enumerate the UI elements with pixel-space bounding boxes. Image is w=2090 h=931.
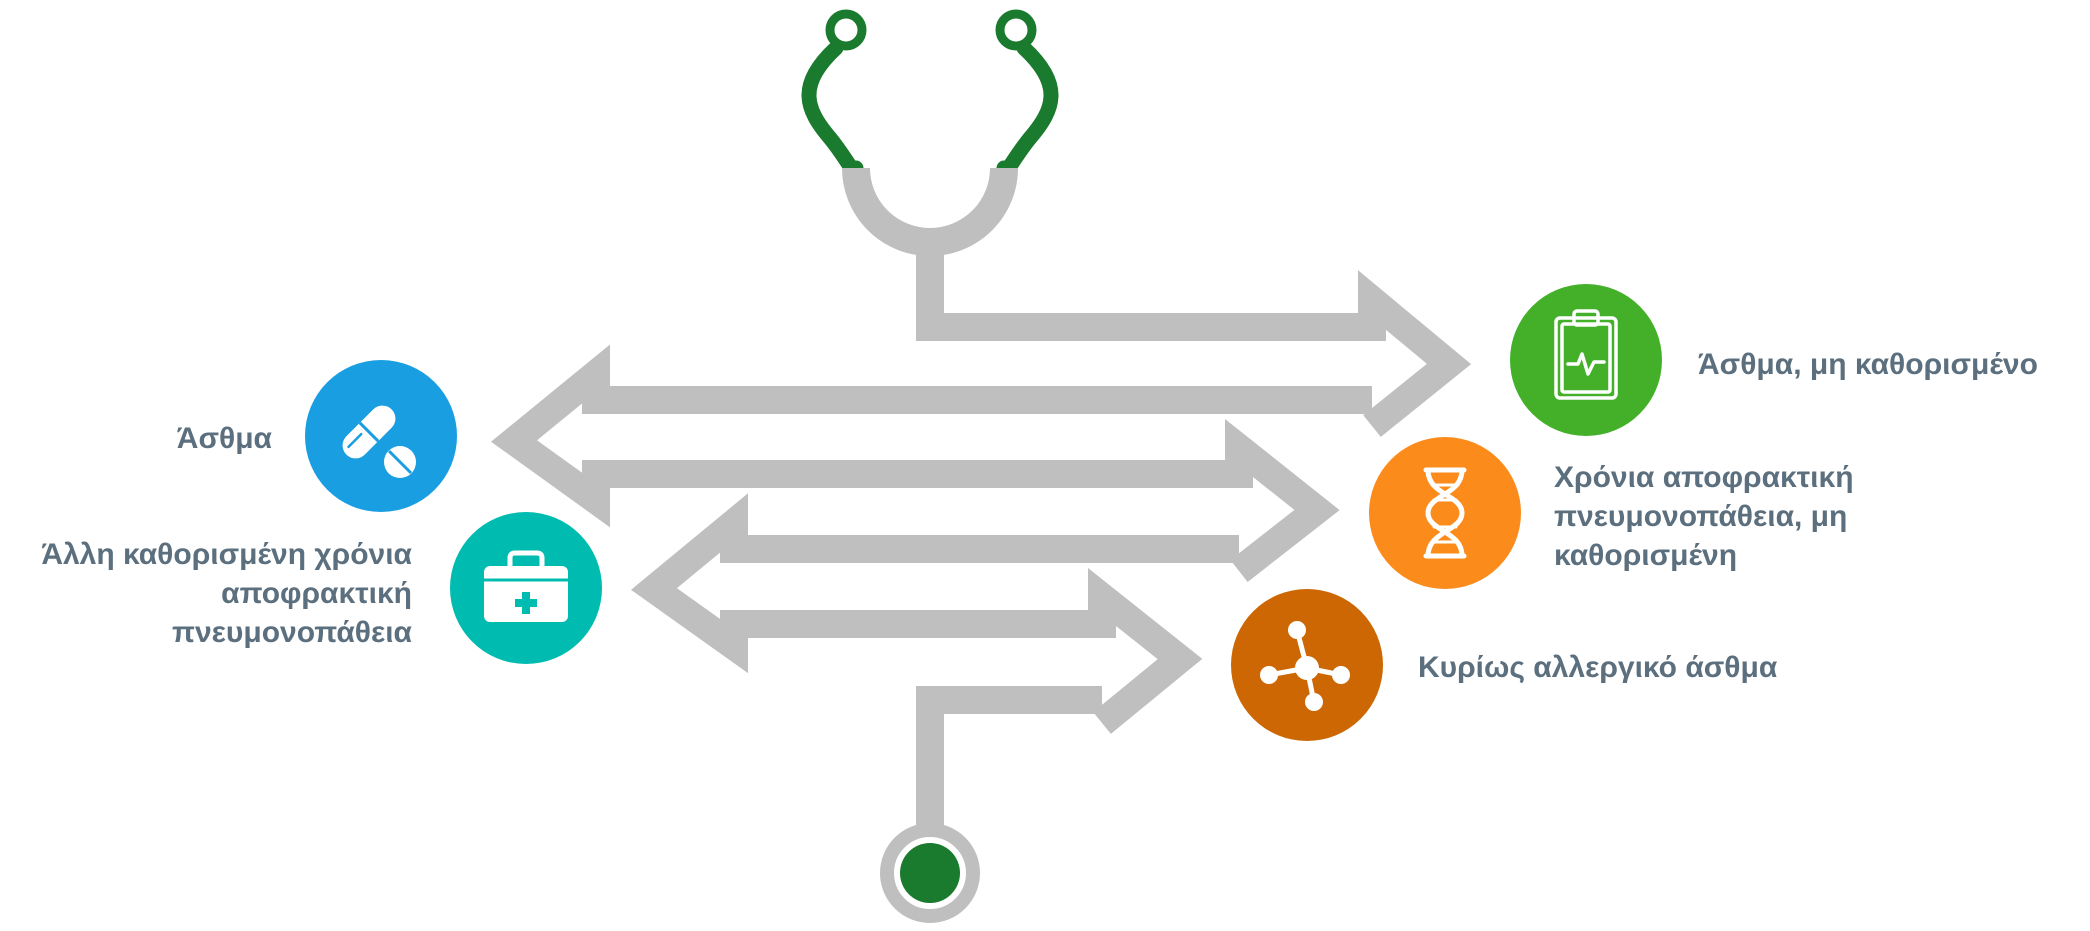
- flow-tube: [491, 243, 1472, 830]
- flow-arrow-2: [491, 344, 1372, 583]
- node-label-other-copd: Άλλη καθορισμένη χρόνια αποφρακτική πνευ…: [41, 538, 412, 649]
- flow-arrow-3: [631, 493, 1239, 734]
- node-label-allergic-asthma: Κυρίως αλλεργικό άσθμα: [1418, 651, 1778, 684]
- stethoscope-tube-right: [996, 40, 1059, 179]
- node-circle-orange: [1369, 437, 1521, 589]
- dna-icon: [1423, 467, 1467, 559]
- node-circle-green: [1510, 284, 1662, 436]
- node-allergic-asthma: [1231, 589, 1383, 741]
- node-label-asthma-unspecified: Άσθμα, μη καθορισμένο: [1698, 348, 2038, 381]
- stethoscope-earpiece-right: [995, 9, 1037, 51]
- node-asthma-unspecified: [1510, 284, 1662, 436]
- flow-arrow-4: [916, 686, 1102, 830]
- clipboard-pulse-icon: [1554, 309, 1618, 400]
- stethoscope-yoke: [842, 167, 1018, 256]
- first-aid-kit-icon: [484, 550, 568, 622]
- molecule-icon: [1260, 621, 1350, 711]
- node-label-copd-unspecified: Χρόνια αποφρακτική πνευμονοπάθεια, μη κα…: [1554, 461, 1854, 572]
- stethoscope-chestpiece: [900, 843, 960, 903]
- stethoscope-earpiece-left: [825, 9, 867, 51]
- stethoscope-tube-left: [801, 40, 864, 179]
- node-other-copd: [450, 512, 602, 664]
- flow-arrow-1: [916, 243, 1472, 437]
- stethoscope-icon: [801, 9, 1059, 923]
- node-copd-unspecified: [1369, 437, 1521, 589]
- node-label-asthma: Άσθμα: [176, 422, 272, 455]
- pills-icon: [342, 405, 416, 478]
- node-asthma: [305, 360, 457, 512]
